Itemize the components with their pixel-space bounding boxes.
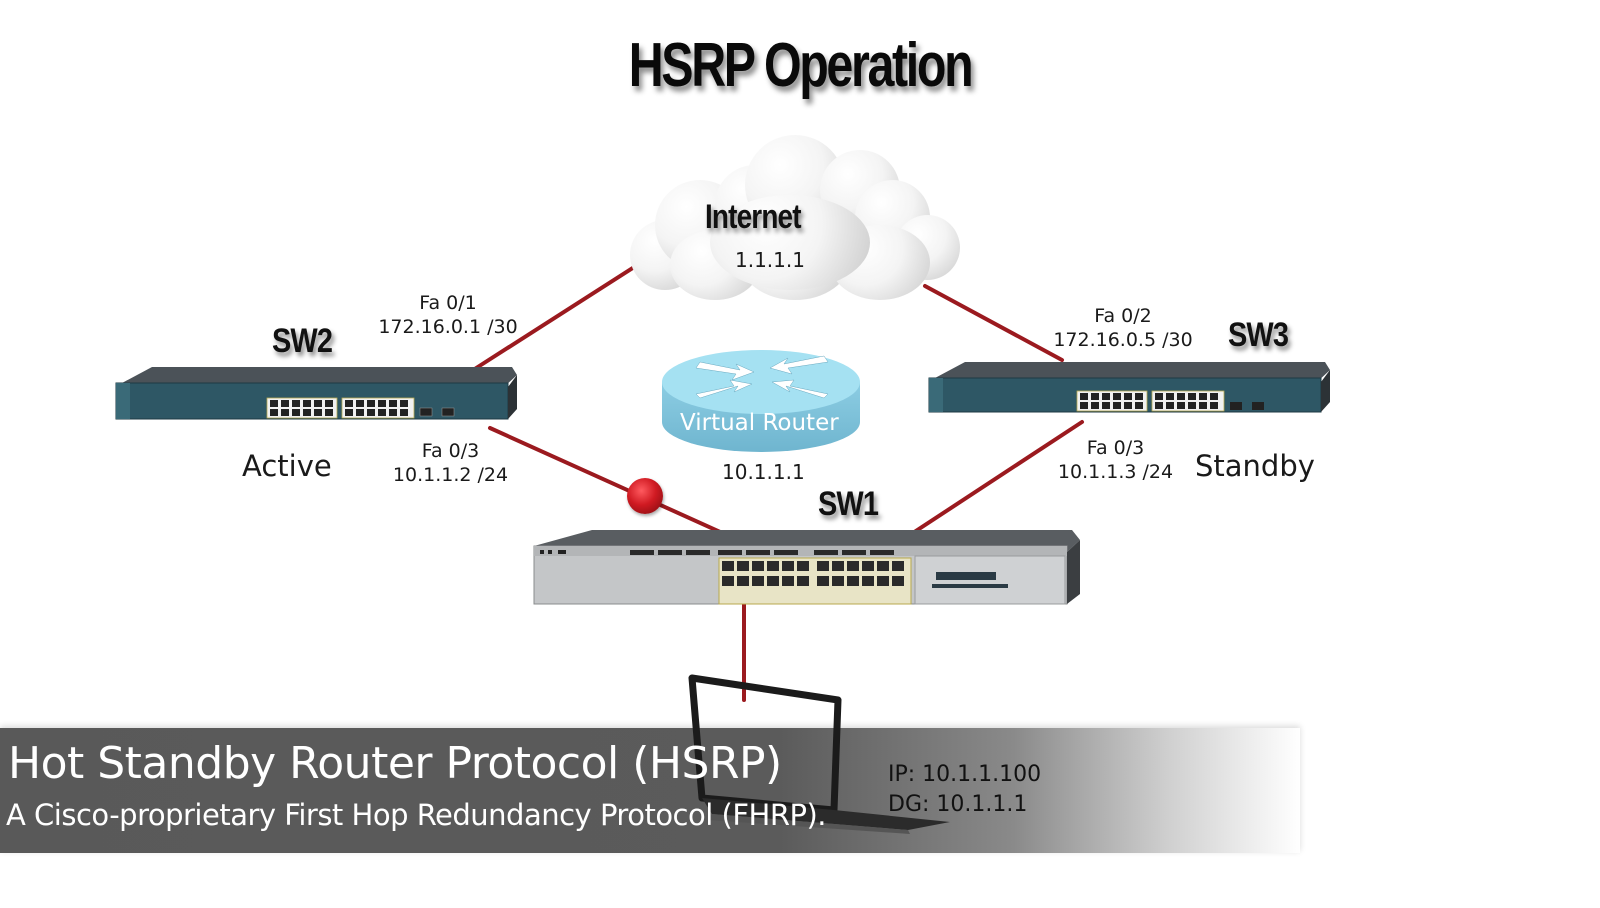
virtual-router [660,340,862,460]
sw2-device [112,365,522,435]
caption-subtitle: A Cisco-proprietary First Hop Redundancy… [6,798,827,832]
sw3-uplink-ip: 172.16.0.5 /30 [1053,328,1193,351]
sw3-uplink-interface: Fa 0/2 [1094,305,1152,327]
pc [688,674,953,834]
sw2-downlink-interface: Fa 0/3 [421,440,480,462]
diagram-title: HSRP Operation [628,31,974,100]
sw3-device [925,362,1335,432]
sw3-downlink-label: Fa 0/3 10.1.1.3 /24 [1053,437,1178,485]
virtual-router-ip: 10.1.1.1 [722,460,805,484]
sw3-downlink-interface: Fa 0/3 [1086,437,1145,459]
router-icon [662,350,860,452]
sw2-downlink-ip: 10.1.1.2 /24 [392,463,509,486]
link-sw2-internet [468,260,644,374]
switch-icon [928,362,1330,413]
link-sw3-internet [923,284,1064,362]
sw2-uplink-ip: 172.16.0.1 /30 [378,315,518,338]
internet-ip: 1.1.1.1 [735,248,805,272]
pc-info: IP: 10.1.1.100 DG: 10.1.1.1 [888,760,1041,819]
sw2-name: SW2 [272,322,333,360]
caption-title: Hot Standby Router Protocol (HSRP) [8,738,782,789]
caption-band [0,728,1300,853]
packet-indicator [627,478,663,514]
sw2-downlink-label: Fa 0/3 10.1.1.2 /24 [388,440,513,488]
internet-cloud [630,135,960,305]
sw3-downlink-ip: 10.1.1.3 /24 [1057,460,1174,483]
sw3-uplink-label: Fa 0/2 172.16.0.5 /30 [1053,305,1193,353]
sw1-name: SW1 [818,485,879,523]
virtual-router-label: Virtual Router [680,410,839,436]
sw3-name: SW3 [1228,316,1289,354]
switch-icon [115,367,517,420]
sw3-role: Standby [1195,449,1315,483]
sw1-device [532,520,1084,620]
laptop-icon [688,674,950,834]
pc-default-gateway: DG: 10.1.1.1 [888,791,1028,817]
sw2-role: Active [242,449,332,483]
switch-icon [533,530,1080,605]
sw2-uplink-label: Fa 0/1 172.16.0.1 /30 [378,292,518,340]
sw2-uplink-interface: Fa 0/1 [419,292,477,314]
internet-label: Internet [705,198,802,236]
pc-ip: IP: 10.1.1.100 [888,762,1042,787]
